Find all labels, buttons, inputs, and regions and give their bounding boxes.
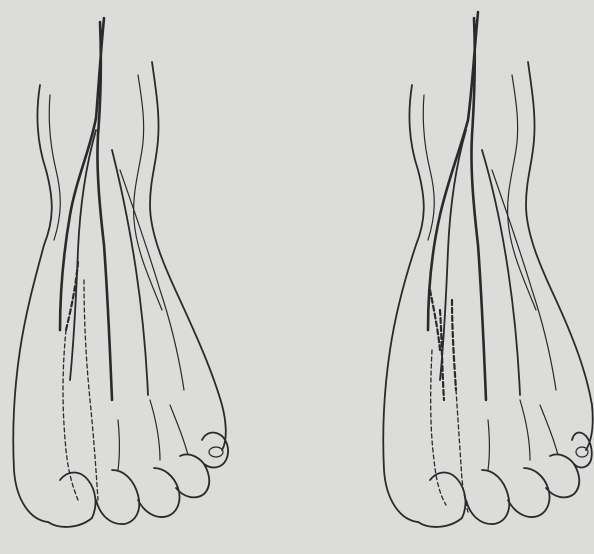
left-inner-line-2	[112, 150, 148, 395]
right-outer-contour-inner	[423, 95, 434, 240]
left-foot-drawing	[13, 18, 228, 527]
right-toe-5-nail	[576, 447, 588, 457]
right-toe-detail-2	[540, 405, 558, 455]
right-outer-contour	[383, 85, 424, 522]
right-central-tendon	[428, 12, 478, 330]
right-dashed-incision-inner	[456, 390, 468, 512]
left-toe-5-nail	[209, 447, 223, 457]
left-toe-detail-2	[170, 405, 188, 455]
left-toe-detail-1	[150, 400, 160, 460]
right-foot-drawing	[383, 12, 593, 527]
left-crossing-tendon	[97, 22, 112, 400]
right-toe-detail-1	[520, 400, 530, 460]
left-dashed-incision-inner	[84, 280, 98, 500]
right-right-contour-inner	[508, 75, 536, 310]
right-toe-detail-3	[488, 420, 490, 470]
right-dashed-incision-outer	[431, 350, 446, 505]
right-toe-3	[508, 468, 550, 517]
right-toe-5	[572, 433, 592, 468]
left-right-contour	[150, 62, 226, 450]
right-graft-dashes-2	[452, 300, 456, 390]
right-big-toe	[418, 473, 465, 527]
right-crossing-tendon	[471, 18, 486, 400]
left-toe-2	[96, 470, 139, 524]
left-toe-5	[202, 433, 228, 468]
left-toe-detail-3	[118, 420, 120, 470]
right-right-contour	[526, 62, 593, 450]
right-graft-dashes-1	[440, 310, 444, 400]
right-toe-2	[466, 470, 509, 524]
right-dashed-incision-upper	[430, 290, 440, 350]
left-inner-line-3	[120, 170, 184, 390]
right-toe-4	[546, 454, 579, 497]
left-toe-4	[176, 454, 209, 497]
left-toe-3	[138, 468, 180, 517]
left-outer-contour	[13, 85, 52, 522]
right-inner-line-2	[482, 150, 520, 395]
